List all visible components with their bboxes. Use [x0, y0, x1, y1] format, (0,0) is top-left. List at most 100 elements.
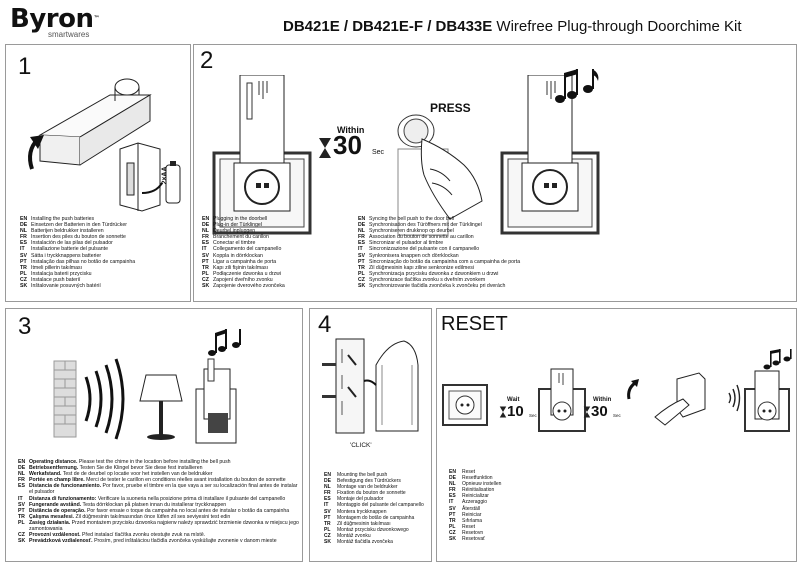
step-number: 4: [318, 311, 332, 338]
seconds-unit: Sec: [372, 149, 385, 156]
countdown-seconds: 30: [333, 130, 362, 160]
brand-logo: Byron™ smartwares: [10, 6, 99, 39]
signal-waves-icon: [728, 384, 741, 412]
battery-label: 2×AA: [161, 166, 169, 185]
seconds-unit: Sec: [613, 413, 621, 418]
plug-in-chime-illustration: [212, 75, 312, 235]
press-button-illustration: [397, 114, 483, 236]
within-seconds: 30: [591, 403, 608, 420]
page-title: DB421E / DB421E-F / DB433E Wirefree Plug…: [283, 18, 742, 35]
trademark-symbol: ™: [93, 15, 99, 22]
seconds-unit: Sec: [529, 413, 537, 418]
reset-title: RESET: [441, 313, 508, 335]
brand-sub: smartwares: [48, 30, 90, 39]
mount-bell-push-illustration: [322, 338, 419, 434]
reset-plug-illustration-1: [442, 384, 488, 426]
instruction-line: zamontowania: [29, 526, 63, 533]
hourglass-icon: [319, 138, 331, 158]
brand-name: Byron™: [10, 4, 99, 34]
press-label: PRESS: [430, 101, 471, 115]
step-number: 2: [200, 47, 214, 74]
table-lamp: [139, 374, 183, 440]
step-number: 3: [18, 313, 32, 340]
within-label: Within: [593, 397, 612, 403]
model-numbers: DB421E / DB421E-F / DB433E: [283, 18, 493, 35]
chime-ringing-illustration: [500, 75, 600, 235]
music-notes-icon: [555, 69, 599, 103]
hourglass-icon: [499, 406, 507, 418]
wait-seconds: 10: [507, 403, 524, 420]
hourglass-icon: [583, 406, 591, 418]
battery-install-illustration: [28, 78, 181, 212]
